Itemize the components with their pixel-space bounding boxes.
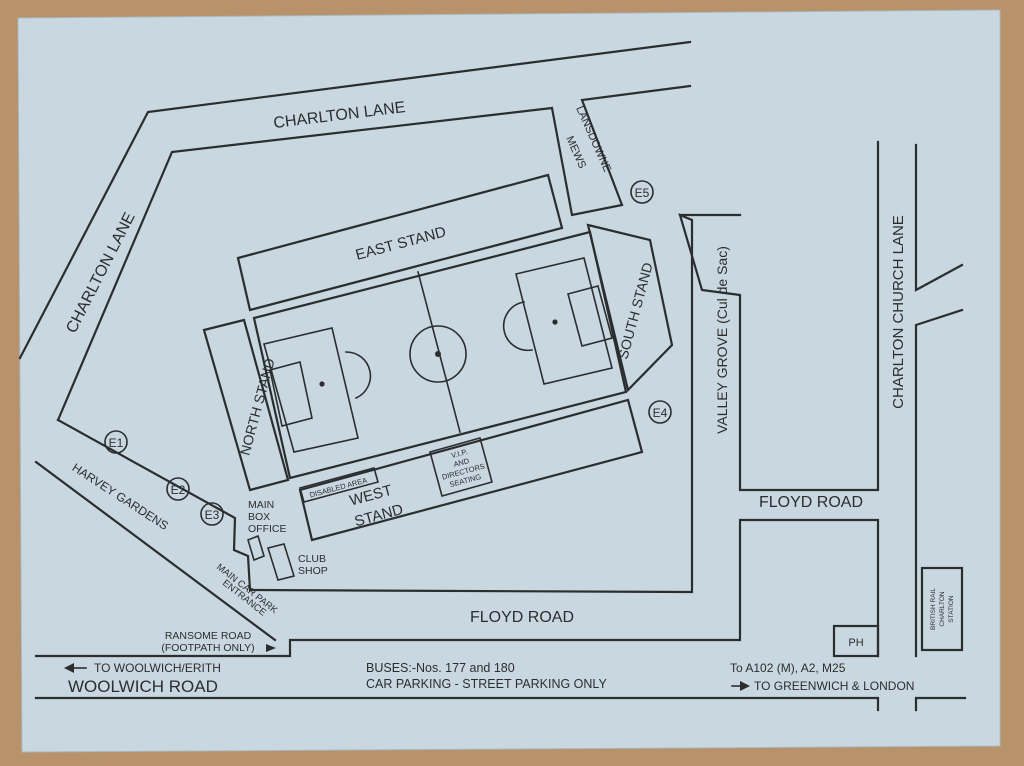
- arrow-right-icon: [740, 681, 750, 691]
- north-penalty-arc: [345, 351, 372, 400]
- woolwich-road-label: WOOLWICH ROAD: [68, 677, 218, 696]
- station-label-3: STATION: [948, 595, 955, 623]
- charlton-church-lane-label: CHARLTON CHURCH LANE: [890, 215, 907, 409]
- arrow-left-icon: [64, 663, 74, 673]
- harvey-gardens-top: [56, 140, 880, 594]
- vip-label-2: AND: [453, 456, 471, 469]
- entrance-e2-label: E2: [171, 483, 186, 497]
- stadium: [202, 173, 674, 581]
- buses-label: BUSES:-Nos. 177 and 180: [366, 661, 515, 675]
- woolwich-road-bottom: [34, 696, 880, 712]
- centre-spot: [435, 351, 441, 357]
- card-background: [17, 9, 1001, 753]
- vip-box: [429, 437, 493, 497]
- south-penalty-arc: [502, 301, 533, 352]
- north-penalty-spot: [319, 381, 325, 387]
- entrance-e5: E5: [630, 180, 654, 204]
- parking-label: CAR PARKING - STREET PARKING ONLY: [366, 677, 607, 691]
- pub-label: PH: [848, 637, 863, 649]
- floyd-road-lower-label: FLOYD ROAD: [470, 609, 574, 626]
- woolwich-road-top: [34, 518, 880, 658]
- valley-grove-label: VALLEY GROVE (Cul de Sac): [714, 246, 730, 434]
- club-shop-label-2: SHOP: [298, 565, 328, 577]
- club-shop-block: [266, 543, 296, 581]
- south-stand-block: [586, 223, 674, 393]
- south-penalty-box: [515, 257, 613, 385]
- a102-label: To A102 (M), A2, M25: [730, 661, 846, 675]
- church-lane-junction: [914, 143, 964, 292]
- club-shop-label-1: CLUB: [298, 553, 326, 565]
- north-penalty-box: [263, 327, 359, 453]
- pitch: [252, 230, 628, 480]
- north-stand-block: [202, 318, 290, 492]
- pub-box: [832, 624, 880, 658]
- disabled-area-box: [299, 467, 379, 503]
- footpath-only-label: (FOOTPATH ONLY): [161, 642, 254, 654]
- station-label-1: BRITISH RAIL: [930, 588, 937, 630]
- box-office-label-2: BOX: [248, 511, 270, 523]
- ransome-arrow-icon: [266, 644, 276, 652]
- to-greenwich-label: TO GREENWICH & LONDON: [754, 679, 914, 693]
- centre-circle: [409, 325, 467, 383]
- ransome-road-label: RANSOME ROAD: [165, 630, 252, 642]
- entrance-e1: E1: [104, 430, 128, 454]
- north-six-yard-box: [269, 361, 313, 427]
- box-office-block: [247, 534, 265, 562]
- entrance-e5-label: E5: [635, 186, 650, 200]
- west-stand-block: [298, 398, 644, 542]
- to-woolwich-label: TO WOOLWICH/ERITH: [94, 661, 221, 675]
- charlton-church-lane-left: [914, 696, 967, 712]
- box-office-label-1: MAIN: [248, 499, 274, 511]
- charlton-lane-inner: [56, 84, 692, 422]
- harvey-gardens-bottom: [34, 460, 277, 642]
- entrance-e1-label: E1: [109, 436, 124, 450]
- entrance-e2: E2: [166, 477, 190, 501]
- entrance-e4-label: E4: [653, 406, 668, 420]
- entrance-e3: E3: [200, 502, 224, 526]
- entrance-e3-label: E3: [205, 508, 220, 522]
- east-stand-block: [236, 173, 564, 312]
- south-six-yard-box: [567, 285, 613, 347]
- entrance-e4: E4: [648, 400, 672, 424]
- charlton-church-lane-right: [914, 308, 964, 658]
- station-label-2: CHARLTON: [939, 591, 946, 626]
- south-penalty-spot: [552, 319, 558, 325]
- charlton-lane-outer: [18, 40, 692, 360]
- box-office-label-3: OFFICE: [248, 523, 287, 535]
- floyd-road-upper-label: FLOYD ROAD: [759, 494, 863, 511]
- vip-label-1: V.I.P.: [450, 447, 468, 460]
- station-box: [920, 566, 964, 652]
